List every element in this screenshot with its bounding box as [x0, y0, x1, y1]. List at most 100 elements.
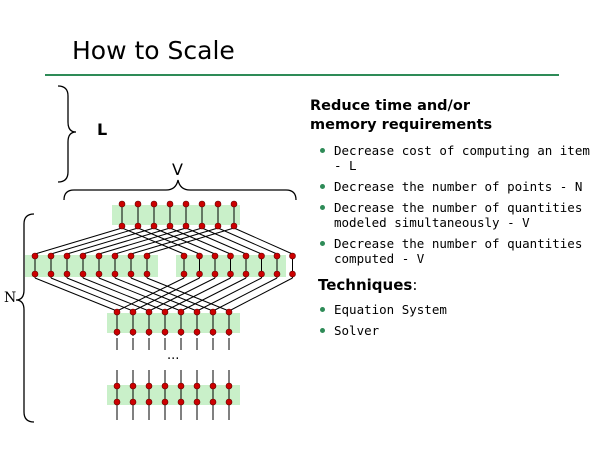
diagram-node — [211, 252, 219, 260]
diagram-node — [161, 308, 169, 316]
diagram-node — [182, 200, 190, 208]
diagram-node — [127, 270, 135, 278]
diagram-node — [134, 200, 142, 208]
bullet-icon — [320, 241, 325, 246]
diagram-edge — [114, 277, 198, 312]
band-left — [25, 255, 158, 277]
diagram-node — [227, 270, 234, 278]
diagram-node — [161, 328, 169, 336]
diagram-node — [145, 382, 153, 390]
diagram-node — [227, 252, 234, 260]
diagram-node — [127, 252, 135, 260]
bullet-icon — [320, 307, 325, 312]
diagram-edge — [82, 277, 166, 312]
bullet-icon — [320, 328, 325, 333]
diagram-edge — [196, 277, 262, 312]
diagram-edge — [66, 277, 150, 312]
diagram-node — [118, 222, 126, 230]
diagram-node — [63, 252, 71, 260]
diagram-node — [230, 200, 238, 208]
heading-line-1: Reduce time and/or — [310, 98, 470, 114]
diagram-node — [198, 200, 206, 208]
diagram-node — [180, 252, 188, 260]
diagram-node — [214, 200, 222, 208]
diagram-edge — [130, 277, 214, 312]
techniques-list: Equation System Solver — [310, 302, 590, 338]
diagram-edge — [148, 277, 216, 312]
diagram-node — [134, 222, 142, 230]
diagram-edge — [34, 227, 123, 255]
list-item: Decrease the number of points - N — [310, 179, 590, 194]
diagram-edge — [153, 227, 216, 255]
diagram-node — [193, 308, 201, 316]
diagram-edge — [98, 277, 182, 312]
diagram-edge — [146, 227, 235, 255]
diagram-edge — [233, 227, 293, 255]
diagram-node — [177, 308, 185, 316]
diagram-node — [79, 252, 87, 260]
L-brace — [57, 85, 77, 183]
diagram-node — [47, 270, 55, 278]
diagram-node — [225, 308, 233, 316]
diagram-edge — [217, 227, 278, 255]
diagram-node — [113, 308, 121, 316]
diagram-edge — [212, 277, 278, 312]
diagram-node — [95, 270, 103, 278]
diagram-node — [225, 328, 233, 336]
diagram-edge — [228, 277, 293, 312]
diagram-edge — [98, 227, 187, 255]
list-item: Decrease the number of quantities comput… — [310, 236, 590, 266]
diagram-node — [289, 270, 296, 278]
diagram-edge — [146, 277, 230, 312]
diagram-edge — [180, 277, 247, 312]
diagram-edge — [34, 277, 118, 312]
diagram-node — [111, 270, 119, 278]
diagram-node — [230, 222, 238, 230]
diagram-node — [196, 270, 203, 278]
diagram-node — [31, 252, 39, 260]
diagram-node — [145, 328, 153, 336]
diagram-edge — [137, 227, 200, 255]
diagram-node — [214, 222, 222, 230]
diagram-node — [47, 252, 55, 260]
diagram-node — [180, 270, 188, 278]
band-top — [112, 205, 240, 225]
diagram-node — [111, 252, 119, 260]
diagram-edge — [82, 227, 171, 255]
diagram-edge — [114, 227, 203, 255]
diagram-edge — [132, 277, 200, 312]
diagram-edge — [50, 227, 139, 255]
bullet-icon — [320, 148, 325, 153]
techniques-heading: Techniques: — [318, 276, 418, 294]
diagram-node — [209, 308, 217, 316]
diagram-node — [209, 398, 217, 406]
diagram-node — [177, 382, 185, 390]
list-item: Decrease the number of quantities modele… — [310, 200, 590, 230]
diagram-node — [289, 252, 296, 260]
bullet-icon — [320, 205, 325, 210]
diagram-node — [113, 382, 121, 390]
diagram-node — [143, 252, 151, 260]
diagram-node — [63, 270, 71, 278]
diagram-node — [242, 252, 250, 260]
heading-line-2: memory requirements — [310, 117, 493, 133]
diagram-node — [129, 382, 137, 390]
diagram-node — [193, 382, 201, 390]
diagram-node — [129, 328, 137, 336]
diagram-node — [273, 252, 281, 260]
diagram-node — [161, 382, 169, 390]
diagram-node — [95, 252, 103, 260]
diagram-node — [143, 270, 151, 278]
list-item: Solver — [310, 323, 590, 338]
list-item: Equation System — [310, 302, 590, 317]
list-item: Decrease cost of computing an item - L — [310, 143, 590, 173]
diagram-node — [145, 398, 153, 406]
diagram-edge — [121, 227, 185, 255]
band-bottom — [107, 385, 240, 405]
diagram-edge — [50, 277, 134, 312]
diagram-node — [166, 222, 174, 230]
diagram-edge — [201, 227, 262, 255]
band-middle — [107, 313, 240, 333]
diagram-edge — [164, 277, 231, 312]
V-brace — [63, 179, 297, 201]
